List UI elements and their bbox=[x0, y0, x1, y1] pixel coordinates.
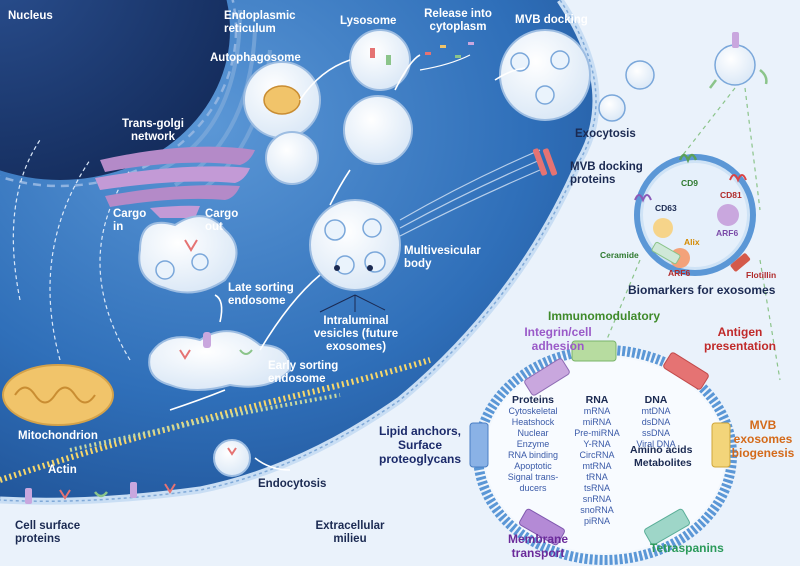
dna-item: Viral DNA bbox=[636, 439, 676, 449]
rna-item: snRNA bbox=[582, 494, 612, 504]
arf6-label-1: ARF6 bbox=[716, 228, 739, 238]
rna-title: RNA bbox=[585, 394, 609, 406]
rna-item: Y-RNA bbox=[583, 439, 611, 449]
mvb-docking-proteins-label: MVB docking proteins bbox=[570, 161, 643, 186]
protein-item: Nuclear bbox=[517, 428, 549, 438]
cd81-label: CD81 bbox=[720, 190, 742, 200]
rna-item: tRNA bbox=[586, 472, 608, 482]
actin-filament bbox=[0, 357, 431, 483]
protein-item: Heatshock bbox=[511, 417, 555, 427]
late-sorting-endosome bbox=[138, 215, 238, 294]
rna-item: CircRNA bbox=[579, 450, 615, 460]
tetraspanins-label: Tetraspanins bbox=[650, 541, 724, 555]
protein-item: Signal trans- bbox=[507, 472, 559, 482]
dna-item: ssDNA bbox=[641, 428, 670, 438]
mvb-docking-vesicle bbox=[499, 29, 591, 121]
nucleus bbox=[0, 0, 230, 180]
rna-item: piRNA bbox=[583, 516, 610, 526]
released-fragments bbox=[419, 42, 474, 71]
dna-item: mtDNA bbox=[641, 406, 671, 416]
biomarker-exosome bbox=[634, 153, 756, 276]
endocytosis-vesicle bbox=[213, 439, 251, 477]
release-label: Release into cytoplasm bbox=[424, 8, 492, 33]
exosome-composition-ring bbox=[469, 340, 737, 565]
cd63-label: CD63 bbox=[655, 203, 677, 213]
proteins-title: Proteins bbox=[511, 394, 554, 406]
nucleus-label: Nucleus bbox=[8, 10, 53, 22]
late-sorting-label: Late sorting endosome bbox=[228, 282, 294, 307]
mvb-docking-protein bbox=[532, 148, 558, 176]
protein-item: RNA binding bbox=[507, 450, 559, 460]
early-sorting-endosome bbox=[148, 330, 292, 391]
membrane-transport-label: Membrane transport bbox=[507, 532, 569, 560]
intraluminal-label: Intraluminal vesicles (future exosomes) bbox=[313, 315, 399, 353]
exocytosis-label: Exocytosis bbox=[575, 128, 636, 140]
dna-item: dsDNA bbox=[641, 417, 671, 427]
cargo-in-label: Cargo in bbox=[113, 208, 147, 233]
autophagosome-label: Autophagosome bbox=[210, 52, 301, 64]
released-exosome bbox=[598, 32, 768, 122]
mitochondrion-label: Mitochondrion bbox=[18, 430, 98, 442]
rna-item: mtRNA bbox=[582, 461, 612, 471]
protein-item: Cytoskeletal bbox=[508, 406, 558, 416]
rna-item: Pre-miRNA bbox=[574, 428, 620, 438]
rna-item: mRNA bbox=[583, 406, 611, 416]
actin-label: Actin bbox=[48, 464, 77, 476]
rna-column: RNA mRNA miRNA Pre-miRNA Y-RNA CircRNA m… bbox=[568, 395, 626, 527]
multivesicular-body bbox=[309, 199, 401, 313]
metabolites-label: Metabolites bbox=[634, 457, 692, 469]
endocytosis-label: Endocytosis bbox=[258, 478, 327, 490]
rna-item: miRNA bbox=[582, 417, 612, 427]
lipid-label: Lipid anchors, Surface proteoglycans bbox=[378, 424, 462, 466]
protein-item: Apoptotic bbox=[514, 461, 552, 471]
mvb-docking-label: MVB docking bbox=[515, 14, 588, 26]
alix-label: Alix bbox=[684, 237, 700, 247]
immunomodulatory-label: Immunomodulatory bbox=[548, 309, 661, 323]
er-label: Endoplasmic reticulum bbox=[224, 10, 296, 35]
mvb-biogenesis-label: MVB exosomes biogenesis bbox=[731, 418, 795, 460]
cell-surface-label: Cell surface proteins bbox=[15, 520, 81, 545]
lysosome-label: Lysosome bbox=[340, 15, 397, 27]
dna-column: DNA mtDNA dsDNA ssDNA Viral DNA bbox=[626, 395, 686, 450]
dna-title: DNA bbox=[644, 394, 668, 406]
early-sorting-label: Early sorting endosome bbox=[268, 360, 339, 385]
rna-item: snoRNA bbox=[580, 505, 614, 515]
cargo-out-label: Cargo out bbox=[205, 208, 239, 233]
integrin-label: Integrin/cell adhesion bbox=[524, 325, 592, 353]
autophagosome bbox=[243, 61, 321, 185]
extracellular-label: Extracellular milieu bbox=[315, 520, 385, 545]
proteins-column: Proteins Cytoskeletal Heatshock Nuclear … bbox=[500, 395, 566, 494]
trans-golgi-network bbox=[95, 146, 255, 218]
arf6-label-2: ARF6 bbox=[668, 268, 691, 278]
biomarkers-title: Biomarkers for exosomes bbox=[628, 283, 776, 297]
protein-item: ducers bbox=[519, 483, 547, 493]
protein-item: Enzyme bbox=[516, 439, 550, 449]
multivesicular-label: Multivesicular body bbox=[404, 245, 481, 270]
cell-surface-proteins bbox=[25, 482, 176, 504]
ceramide-label: Ceramide bbox=[600, 250, 639, 260]
cd9-label: CD9 bbox=[681, 178, 699, 188]
lysosome bbox=[343, 29, 413, 165]
amino-acids-label: Amino acids bbox=[630, 444, 693, 456]
trans-golgi-label: Trans-golgi network bbox=[122, 118, 184, 143]
mitochondrion bbox=[2, 364, 114, 426]
rna-item: tsRNA bbox=[583, 483, 610, 493]
antigen-label: Antigen presentation bbox=[703, 325, 776, 353]
flotillin-label: Flotillin bbox=[746, 270, 777, 280]
